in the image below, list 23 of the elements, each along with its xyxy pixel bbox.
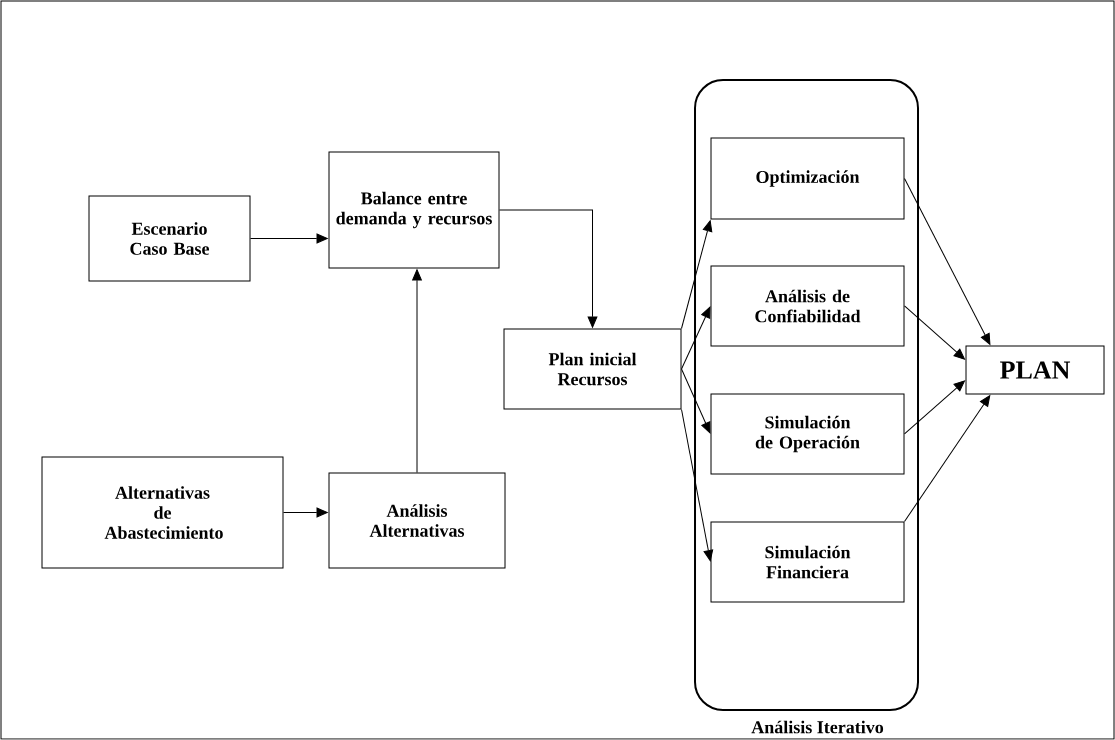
- arrow: [681, 368, 711, 434]
- arrow: [904, 380, 966, 435]
- arrow: [283, 507, 328, 518]
- group-heading: Análisis Iterativo: [751, 720, 884, 734]
- process-box: Análisis Alternativas: [328, 472, 506, 569]
- arrow: [904, 178, 991, 345]
- process-box: Análisis de Confiabilidad: [710, 265, 905, 347]
- arrow: [904, 395, 991, 522]
- process-box: Alternativas de Abastecimiento: [41, 456, 284, 569]
- arrow: [681, 306, 711, 370]
- arrow: [499, 209, 598, 328]
- arrow: [681, 220, 713, 329]
- process-box: Simulación de Operación: [710, 393, 905, 475]
- process-box: Optimización: [710, 137, 905, 220]
- arrow: [904, 305, 966, 360]
- process-box: Escenario Caso Base: [88, 195, 251, 282]
- process-box: Balance entre demanda y recursos: [328, 151, 500, 269]
- arrow: [412, 269, 422, 473]
- arrow: [250, 233, 328, 244]
- process-box: Simulación Financiera: [710, 521, 905, 603]
- result-box: PLAN: [965, 345, 1105, 395]
- arrow: [681, 409, 714, 562]
- process-box: Plan inicial Recursos: [503, 328, 682, 410]
